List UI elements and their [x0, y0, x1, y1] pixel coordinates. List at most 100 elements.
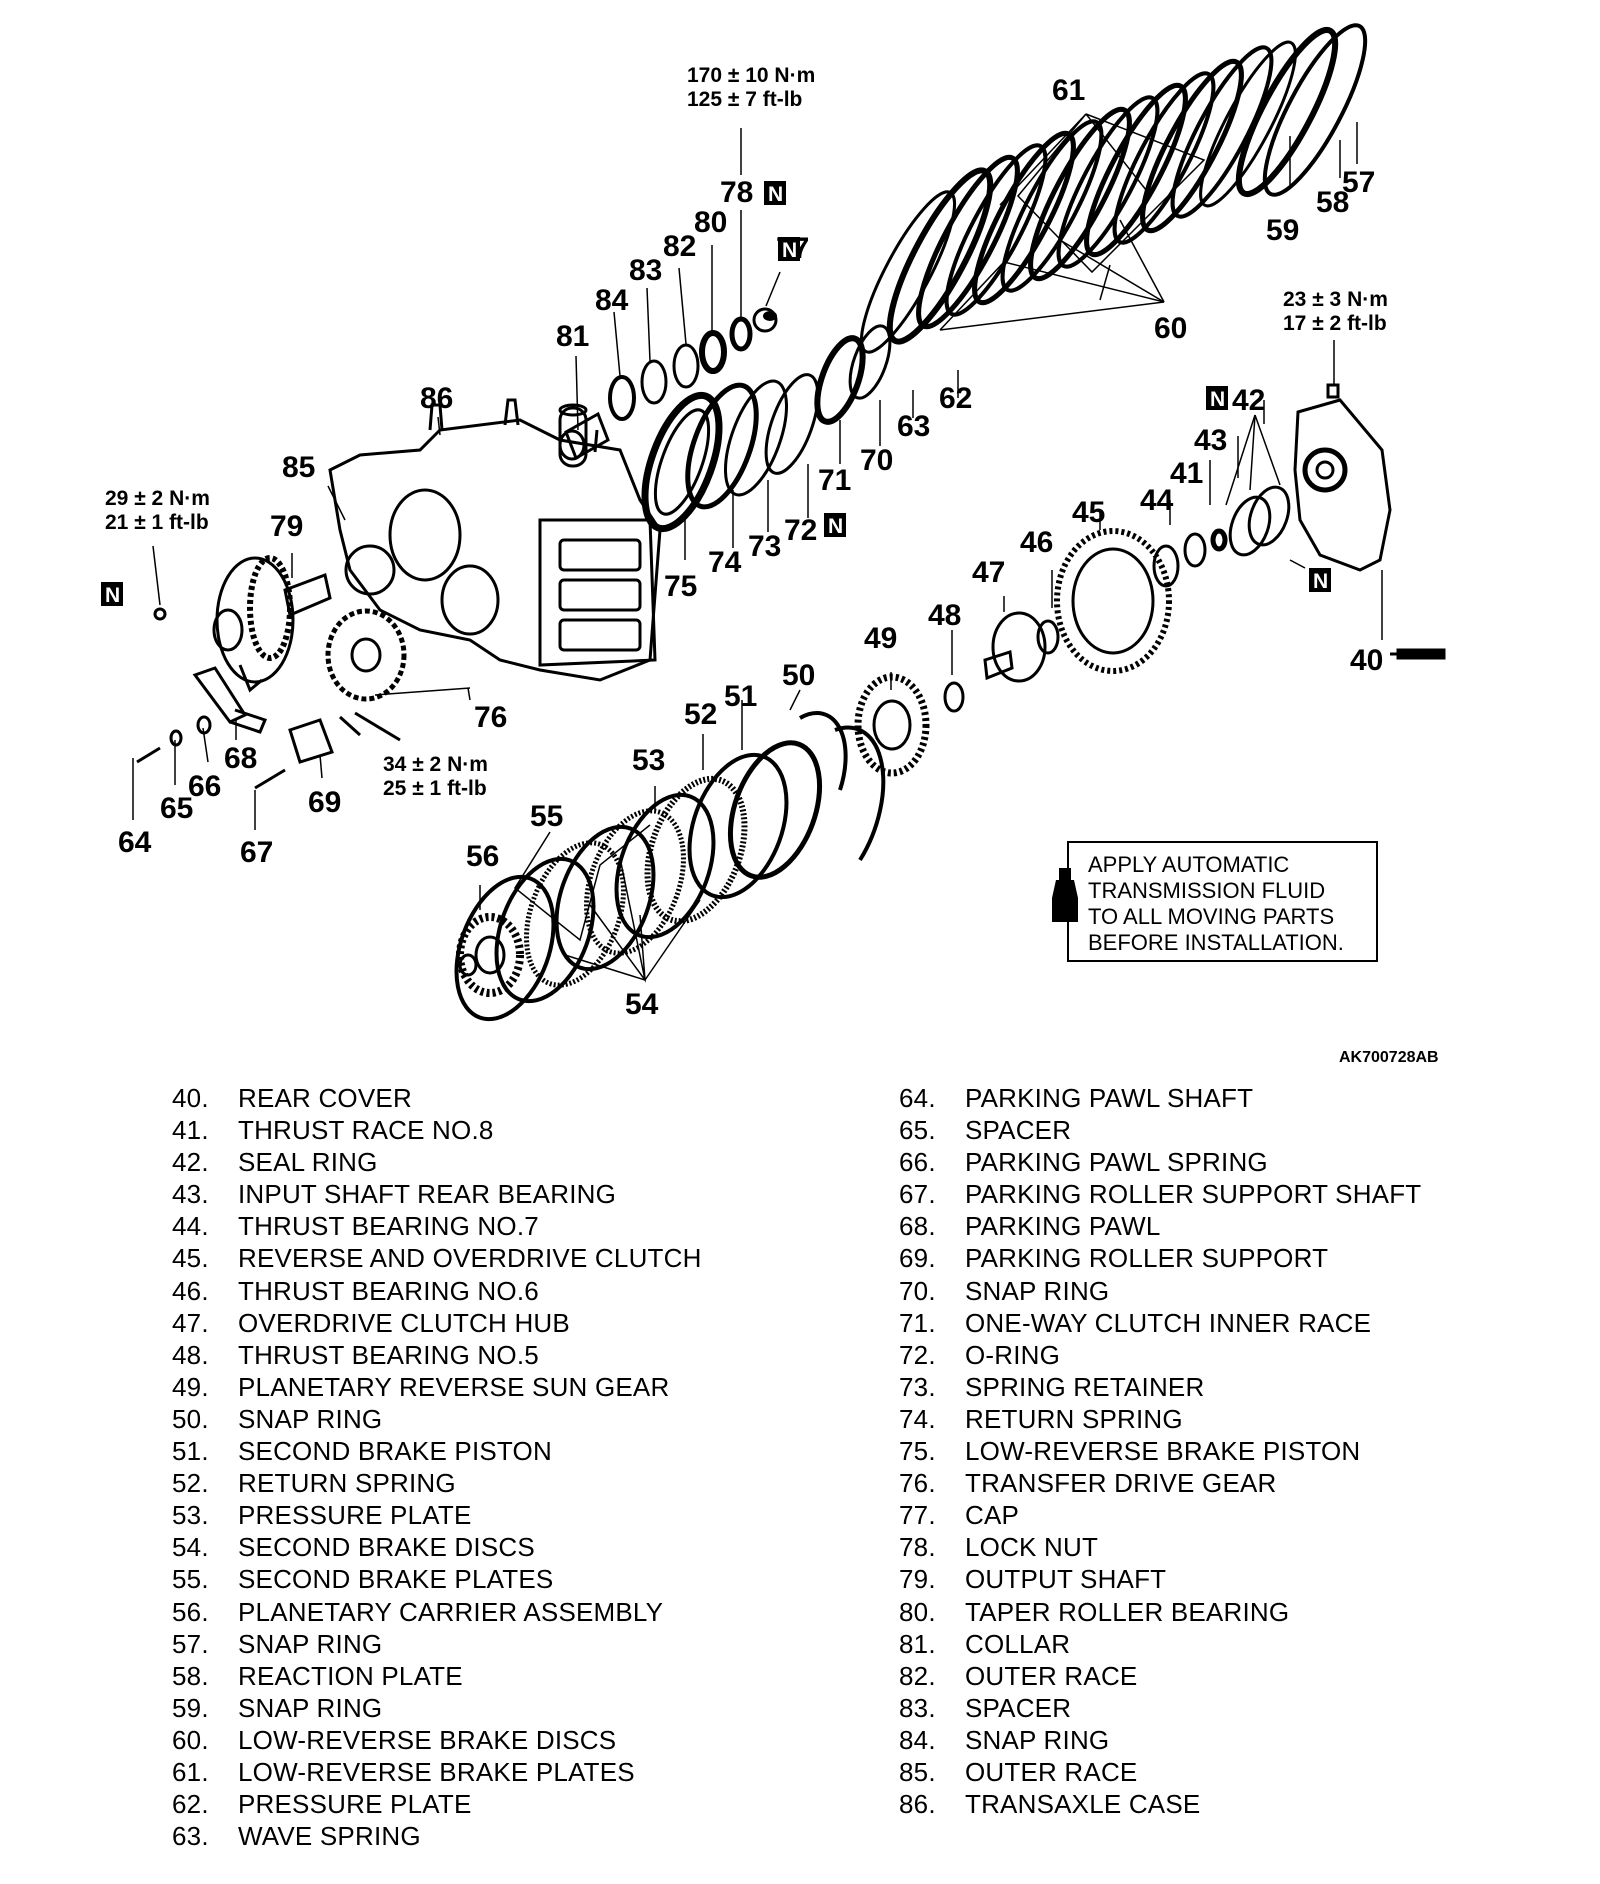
callout: 71	[818, 464, 851, 497]
legend-part-name: RETURN SPRING	[965, 1403, 1183, 1434]
legend-item: 50.SNAP RING	[172, 1403, 702, 1435]
callout: 40	[1350, 644, 1383, 677]
legend-part-name: PARKING ROLLER SUPPORT SHAFT	[965, 1179, 1422, 1210]
callout: 65	[160, 792, 193, 825]
low-reverse-brake-stack	[859, 23, 1368, 354]
legend-part-name: PLANETARY REVERSE SUN GEAR	[238, 1371, 670, 1402]
legend-part-name: SECOND BRAKE PISTON	[238, 1436, 552, 1467]
legend-number: 68.	[899, 1211, 936, 1242]
legend-part-name: SNAP RING	[238, 1403, 383, 1434]
callout: 47	[972, 556, 1005, 589]
legend-item: 75.LOW-REVERSE BRAKE PISTON	[899, 1435, 1421, 1467]
legend-part-name: SNAP RING	[238, 1628, 383, 1659]
legend-number: 70.	[899, 1275, 936, 1306]
callout: 63	[897, 410, 930, 443]
torque-spec: 21 ± 1 ft-lb	[105, 511, 209, 534]
legend-item: 74. RETURN SPRING	[899, 1403, 1421, 1435]
callout: 67	[240, 836, 273, 869]
legend-item: 66.PARKING PAWL SPRING	[899, 1146, 1421, 1178]
note-line: TRANSMISSION FLUID	[1088, 878, 1325, 903]
legend-number: 48.	[172, 1339, 209, 1370]
legend-item: 51.SECOND BRAKE PISTON	[172, 1435, 702, 1467]
legend-item: 43. INPUT SHAFT REAR BEARING	[172, 1178, 702, 1210]
legend-number: 59.	[172, 1692, 209, 1723]
callout: 66	[188, 770, 221, 803]
legend-item: 72. O-RING	[899, 1339, 1421, 1371]
legend-item: 44. THRUST BEARING NO.7	[172, 1210, 702, 1242]
callout: 46	[1020, 526, 1053, 559]
legend-item: 56. PLANETARY CARRIER ASSEMBLY	[172, 1596, 702, 1628]
legend-number: 83.	[899, 1692, 936, 1723]
legend-number: 42.	[172, 1147, 209, 1178]
legend-item: 68.PARKING PAWL	[899, 1210, 1421, 1242]
legend-item: 52.RETURN SPRING	[172, 1467, 702, 1499]
legend-number: 67.	[899, 1179, 936, 1210]
legend-item: 47.OVERDRIVE CLUTCH HUB	[172, 1307, 702, 1339]
legend-part-name: SEAL RING	[238, 1147, 378, 1178]
legend-part-name: THRUST RACE NO.8	[238, 1115, 494, 1146]
legend-part-name: LOW-REVERSE BRAKE PISTON	[965, 1436, 1361, 1467]
legend-number: 60.	[172, 1724, 209, 1755]
legend-part-name: PLANETARY CARRIER ASSEMBLY	[238, 1596, 664, 1627]
legend-part-name: SECOND BRAKE DISCS	[238, 1532, 535, 1563]
legend-number: 49.	[172, 1371, 209, 1402]
fluid-bottle-icon	[1052, 880, 1078, 922]
callout: 80	[694, 206, 727, 239]
legend-number: 69.	[899, 1243, 936, 1274]
legend-item: 71.ONE-WAY CLUTCH INNER RACE	[899, 1307, 1421, 1339]
legend-number: 77.	[899, 1500, 936, 1531]
legend-item: 76.TRANSFER DRIVE GEAR	[899, 1467, 1421, 1499]
legend-number: 44.	[172, 1211, 209, 1242]
legend-number: 56.	[172, 1596, 209, 1627]
torque-spec: 34 ± 2 N·m	[383, 753, 488, 776]
callout: 59	[1266, 214, 1299, 247]
legend-item: 57. SNAP RING	[172, 1628, 702, 1660]
callout: 55	[530, 800, 563, 833]
legend-part-name: PRESSURE PLATE	[238, 1500, 472, 1531]
callout: 81	[556, 320, 589, 353]
svg-text:N: N	[105, 584, 120, 607]
legend-item: 45.REVERSE AND OVERDRIVE CLUTCH	[172, 1242, 702, 1274]
legend-number: 80.	[899, 1596, 936, 1627]
legend-part-name: SPACER	[965, 1692, 1072, 1723]
torque-spec: 23 ± 3 N·m	[1283, 288, 1388, 311]
legend-item: 41. THRUST RACE NO.8	[172, 1114, 702, 1146]
callout: 76	[474, 701, 507, 734]
clutch-parts	[854, 485, 1291, 777]
legend-part-name: O-RING	[965, 1339, 1061, 1370]
svg-text:N: N	[1313, 570, 1328, 593]
legend-item: 55.SECOND BRAKE PLATES	[172, 1563, 702, 1595]
legend-number: 72.	[899, 1339, 936, 1370]
legend-number: 41.	[172, 1115, 209, 1146]
legend-item: 67. PARKING ROLLER SUPPORT SHAFT	[899, 1178, 1421, 1210]
legend-number: 66.	[899, 1147, 936, 1178]
legend-part-name: SNAP RING	[238, 1692, 383, 1723]
n-mark-77: N	[778, 237, 800, 262]
legend-number: 82.	[899, 1660, 936, 1691]
legend-number: 86.	[899, 1789, 936, 1820]
legend-part-name: SPRING RETAINER	[965, 1371, 1205, 1402]
svg-text:N: N	[782, 239, 797, 262]
legend-number: 74.	[899, 1403, 936, 1434]
legend-part-name: PARKING ROLLER SUPPORT	[965, 1243, 1329, 1274]
legend-item: 53.PRESSURE PLATE	[172, 1499, 702, 1531]
legend-number: 54.	[172, 1532, 209, 1563]
legend-part-name: THRUST BEARING NO.7	[238, 1211, 539, 1242]
callout: 62	[939, 382, 972, 415]
note-line: APPLY AUTOMATIC	[1088, 852, 1289, 877]
legend-number: 65.	[899, 1115, 936, 1146]
legend-number: 43.	[172, 1179, 209, 1210]
legend-item: 82.OUTER RACE	[899, 1660, 1421, 1692]
callout: 58	[1316, 186, 1349, 219]
legend-item: 58.REACTION PLATE	[172, 1660, 702, 1692]
legend-item: 78.LOCK NUT	[899, 1531, 1421, 1563]
n-mark-79: N	[101, 582, 123, 607]
transaxle-case	[328, 398, 662, 682]
legend-number: 57.	[172, 1628, 209, 1659]
legend-part-name: INPUT SHAFT REAR BEARING	[238, 1179, 617, 1210]
svg-text:N: N	[768, 183, 783, 206]
torque-spec: 170 ± 10 N·m	[687, 64, 815, 87]
legend-item: 64.PARKING PAWL SHAFT	[899, 1082, 1421, 1114]
